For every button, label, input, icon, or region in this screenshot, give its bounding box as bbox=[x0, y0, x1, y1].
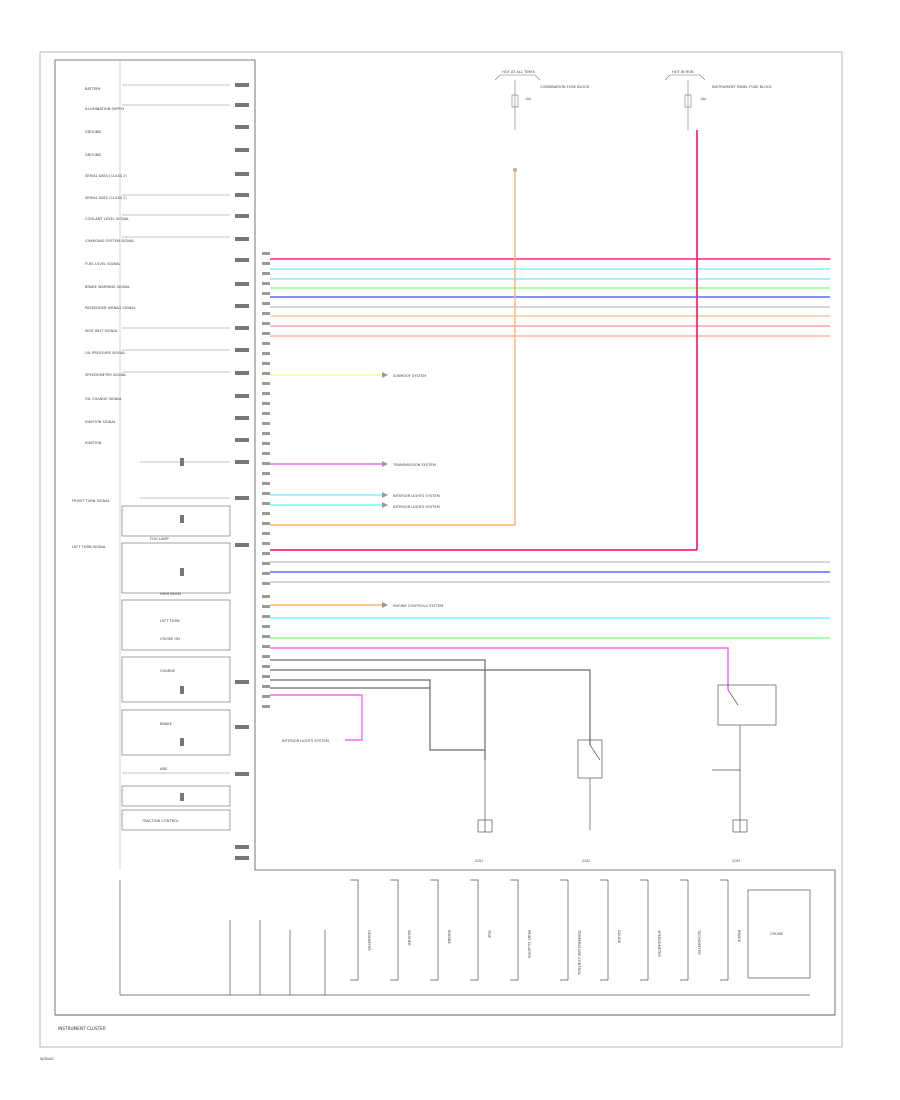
bottom-module-labels: ODOMETER WASHER ENGINE TRIP PRINT CLUSTE… bbox=[367, 929, 784, 975]
indicator-boxes bbox=[121, 505, 231, 831]
left-label-11: SEAT BELT SIGNAL bbox=[85, 329, 118, 333]
left-label-12: OIL PRESSURE SIGNAL bbox=[85, 351, 125, 355]
connector-label-0: SUNROOF SYSTEM bbox=[393, 374, 426, 378]
left-label-8: FUEL LEVEL SIGNAL bbox=[85, 262, 121, 266]
bottom-module-4: PRINT CLUSTER bbox=[527, 930, 531, 958]
lower-wires bbox=[270, 561, 830, 690]
middle-label-column: FRONT TURN SIGNAL LEFT TURN SIGNAL FOG L… bbox=[72, 499, 181, 823]
left-label-0: BATTERY bbox=[85, 87, 102, 91]
connector-label-2: INTERIOR LIGHTS SYSTEM bbox=[393, 494, 440, 498]
connector-label-3: INTERIOR LIGHTS SYSTEM bbox=[393, 505, 440, 509]
fuse-amp-1: 10A bbox=[700, 97, 706, 101]
left-label-14: OIL CHANGE SIGNAL bbox=[85, 397, 122, 401]
middle-label-6: CHARGE bbox=[160, 669, 176, 673]
middle-label-1: LEFT TURN SIGNAL bbox=[72, 545, 106, 549]
left-label-column: BATTERY ILLUMINATION SUPPLY GROUND GROUN… bbox=[85, 87, 136, 445]
fuse-desc-1: INSTRUMENT PANEL FUSE BLOCK bbox=[712, 85, 772, 89]
left-label-6: COOLANT LEVEL SIGNAL bbox=[85, 217, 129, 221]
fuse-block-hot-in-run: HOT IN RUN INSTRUMENT PANEL FUSE BLOCK 1… bbox=[664, 70, 772, 130]
module-title: INSTRUMENT CLUSTER bbox=[58, 1026, 106, 1031]
connector-arrows bbox=[382, 372, 388, 608]
left-label-4: SERIAL DATA (CLASS 2) bbox=[85, 174, 128, 178]
bottom-module-8: TACHOMETER bbox=[697, 929, 701, 955]
bottom-module-9: BRAKE bbox=[737, 930, 741, 943]
left-label-15: IGNITION SIGNAL bbox=[85, 420, 116, 424]
vertical-feeds bbox=[270, 130, 698, 551]
bottom-module-7: SPEEDOMETER bbox=[657, 930, 661, 957]
left-label-2: GROUND bbox=[85, 130, 101, 134]
ground-symbols bbox=[180, 458, 184, 801]
left-label-7: CHARGING SYSTEM SIGNAL bbox=[85, 239, 134, 243]
left-label-16: IGNITION bbox=[85, 441, 102, 445]
left-label-1: ILLUMINATION SUPPLY bbox=[85, 107, 125, 111]
bottom-module-10: CRUISE bbox=[770, 932, 784, 936]
fuse-label-0: HOT AT ALL TIMES bbox=[502, 70, 536, 74]
middle-label-3: HIGH BEAM bbox=[160, 592, 181, 596]
middle-label-7: BRAKE bbox=[160, 722, 173, 726]
page-code: W/DIAG bbox=[40, 1057, 54, 1061]
left-label-5: SERIAL DATA (CLASS 2) bbox=[85, 196, 128, 200]
bottom-module-6: GAUGE bbox=[617, 930, 621, 944]
middle-label-2: FOG LAMP bbox=[150, 537, 169, 541]
ground-points: G201 G202 G203 bbox=[475, 859, 740, 863]
internal-lines bbox=[122, 84, 230, 774]
bottom-module-2: ENGINE bbox=[447, 930, 451, 944]
right-pin-ticks bbox=[262, 252, 270, 708]
fuse-desc-0: COMBINATION FUSE BLOCK bbox=[540, 85, 590, 89]
ground-wires bbox=[270, 659, 591, 760]
left-label-13: SPEEDOMETER SIGNAL bbox=[85, 373, 126, 377]
bottom-module-1: WASHER bbox=[407, 930, 411, 946]
middle-label-5: CRUISE ON bbox=[160, 637, 180, 641]
left-label-9: BRAKE WARNING SIGNAL bbox=[85, 285, 130, 289]
bottom-module-0: ODOMETER bbox=[367, 930, 371, 951]
wire-bundle bbox=[270, 258, 830, 337]
connector-label-5: INTERIOR LIGHTS SYSTEM bbox=[282, 739, 329, 743]
ground-label-0: G201 bbox=[475, 859, 483, 863]
connector-wires bbox=[270, 374, 385, 606]
cluster-box bbox=[54, 59, 836, 1016]
bottom-module-3: TRIP bbox=[487, 929, 491, 939]
connector-label-1: TRANSMISSION SYSTEM bbox=[392, 463, 436, 467]
magenta-wire bbox=[270, 694, 363, 741]
connector-labels: SUNROOF SYSTEM TRANSMISSION SYSTEM INTER… bbox=[392, 374, 443, 608]
pin-ticks bbox=[235, 83, 249, 860]
fuse-block-hot-at-all-times: HOT AT ALL TIMES COMBINATION FUSE BLOCK … bbox=[494, 70, 590, 172]
middle-label-9: TRACTION CONTROL bbox=[141, 819, 179, 823]
connector-label-4: ENGINE CONTROLS SYSTEM bbox=[393, 604, 443, 608]
bottom-module-5: TEMPERATURE CONTROL bbox=[577, 929, 581, 975]
left-label-10: PASSENGER AIRBAG SIGNAL bbox=[85, 306, 136, 310]
middle-label-4: LEFT TURN bbox=[160, 619, 180, 623]
bottom-module-strip bbox=[119, 879, 811, 996]
left-label-3: GROUND bbox=[85, 153, 101, 157]
middle-label-0: FRONT TURN SIGNAL bbox=[72, 499, 110, 503]
ground-label-1: G202 bbox=[582, 859, 590, 863]
fuse-label-1: HOT IN RUN bbox=[672, 70, 694, 74]
middle-label-8: ABS bbox=[160, 767, 168, 771]
fuse-amp-0: 10A bbox=[525, 97, 531, 101]
switch-assemblies bbox=[477, 684, 777, 833]
ground-label-2: G203 bbox=[732, 859, 740, 863]
outer-frame bbox=[39, 51, 843, 1048]
